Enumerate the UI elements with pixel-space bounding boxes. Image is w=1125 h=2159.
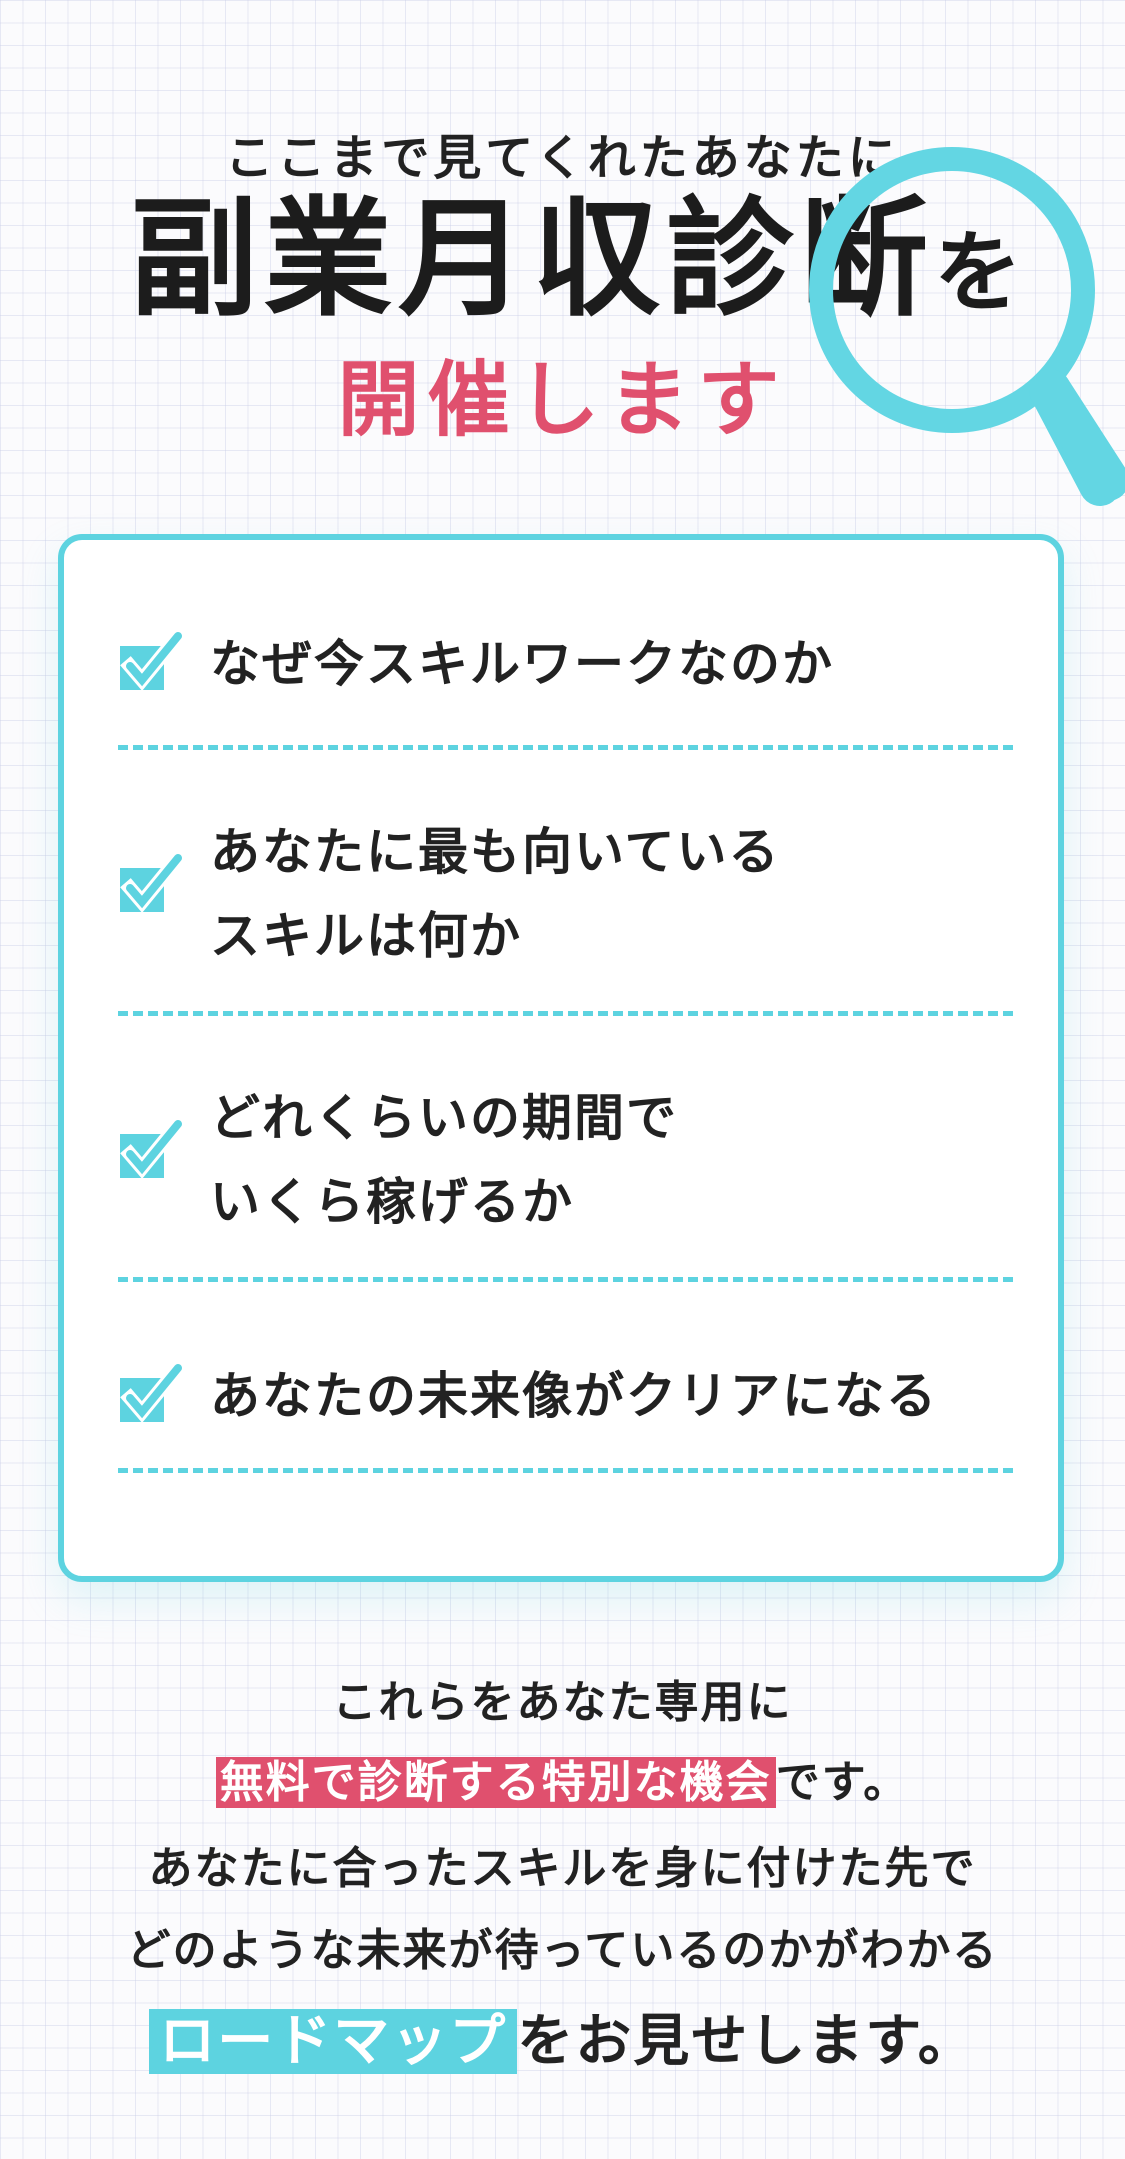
divider xyxy=(118,1277,1013,1282)
checkbox-check-icon xyxy=(120,850,186,913)
checkbox-check-icon xyxy=(120,628,186,691)
checklist-item-text: あなたに最も向いている xyxy=(210,823,781,881)
checkbox-check-icon xyxy=(120,1116,186,1179)
highlight-free-diagnosis: 無料で診断する特別な機会 xyxy=(215,1757,776,1808)
footer-line-2: 無料で診断する特別な機会です。 xyxy=(0,1746,1125,1810)
footer-line-1: これらをあなた専用に xyxy=(332,1677,793,1728)
page-subtitle: 開催します xyxy=(337,353,788,448)
checklist-card xyxy=(58,534,1064,1582)
checklist-item: どれくらいの期間で いくら稼げるか xyxy=(118,1076,1018,1244)
title-particle: を xyxy=(934,221,1023,324)
checklist-item: あなたの未来像がクリアになる xyxy=(118,1354,1018,1438)
footer-line-5-rest: をお見せします。 xyxy=(517,2009,976,2074)
divider xyxy=(118,745,1013,750)
footer-line-3: あなたに合ったスキルを身に付けた先で xyxy=(148,1843,977,1894)
intro-text: ここまで見てくれたあなたに xyxy=(225,130,900,186)
checkbox-check-icon xyxy=(120,1360,186,1423)
checklist-item: なぜ今スキルワークなのか xyxy=(118,622,1018,706)
footer-line-5: ロードマップをお見せします。 xyxy=(0,1996,1125,2077)
checklist-item-text: スキルは何か xyxy=(210,907,522,965)
footer-line-4: どのような未来が待っているのかがわかる xyxy=(126,1925,999,1976)
magnifying-glass-icon xyxy=(809,147,1125,506)
title-main: 副業月収診断 xyxy=(130,185,935,334)
divider xyxy=(118,1011,1013,1016)
page-title: 副業月収診断を xyxy=(130,196,1022,324)
footer-line-2-rest: です。 xyxy=(775,1757,910,1808)
checklist-item-text: なぜ今スキルワークなのか xyxy=(210,635,834,693)
checklist-item-text: いくら稼げるか xyxy=(210,1173,574,1231)
checklist-item-text: どれくらいの期間で xyxy=(210,1089,678,1147)
highlight-roadmap: ロードマップ xyxy=(149,2009,518,2074)
checklist-item: あなたに最も向いている スキルは何か xyxy=(118,810,1018,978)
checklist-item-text: あなたの未来像がクリアになる xyxy=(210,1367,938,1425)
divider xyxy=(118,1468,1013,1473)
